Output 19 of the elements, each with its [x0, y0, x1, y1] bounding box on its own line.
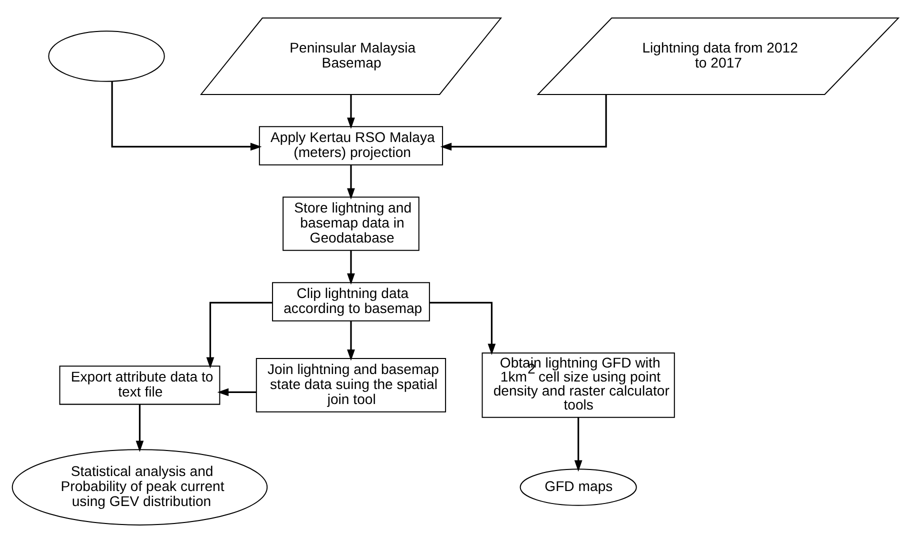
arrow — [347, 165, 355, 200]
arrow — [347, 94, 355, 129]
arrow — [430, 302, 496, 356]
node-ellipse — [48, 30, 165, 82]
node-box: Clip lightning data according to basemap — [272, 282, 430, 322]
arrow — [440, 94, 607, 151]
node-box: Join lightning and basemap state data suing the spatial join tool — [256, 358, 446, 412]
arrow — [347, 250, 355, 285]
arrow — [111, 81, 262, 151]
node-box: Export attribute data to text file — [59, 366, 220, 405]
arrow — [574, 418, 582, 472]
node-ellipse: GFD maps — [520, 468, 637, 506]
node-box: Store lightning and basemap data in Geodatabase — [282, 196, 420, 251]
arrow — [206, 302, 272, 368]
node-ellipse: Statistical analysis and Probability of peak current using GEV distribution — [12, 449, 268, 526]
node-box: Apply Kertau RSO Malaya (meters) projection — [258, 126, 444, 166]
arrow — [347, 321, 355, 361]
arrow — [136, 404, 144, 452]
arrow — [217, 388, 256, 396]
